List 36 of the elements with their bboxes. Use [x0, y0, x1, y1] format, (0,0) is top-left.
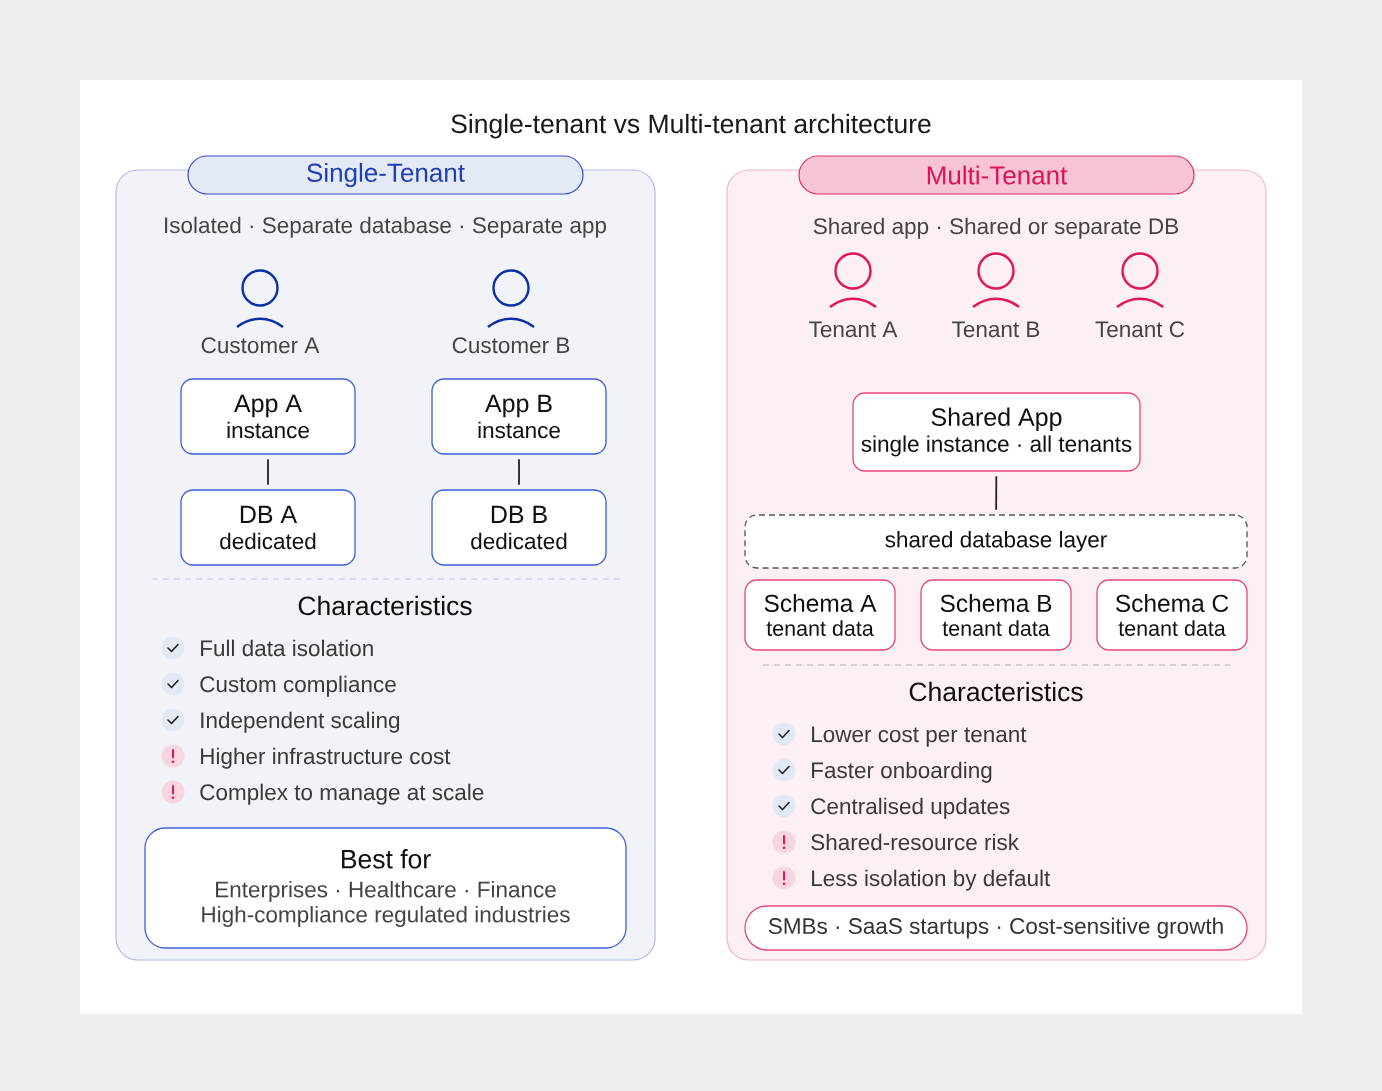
person-label: Customer B: [452, 337, 570, 354]
section-heading: Characteristics: [909, 681, 1083, 702]
list-item: Complex to manage at scale: [200, 783, 484, 805]
list-item: Higher infrastructure cost: [201, 747, 451, 769]
connector-line: [995, 475, 998, 511]
schema-box: Schema C tenant data: [1096, 579, 1248, 651]
person-label: Tenant C: [1095, 321, 1185, 338]
person-label: Tenant A: [809, 321, 898, 338]
subtitle: Shared app · Shared or separate DB: [813, 217, 1178, 239]
list-item: Centralised updates: [811, 797, 1010, 819]
schema-box: Schema B tenant data: [920, 579, 1072, 651]
person-label: Tenant B: [952, 321, 1040, 338]
schema-box: Schema A tenant data: [744, 579, 896, 651]
list-item: Custom compliance: [200, 675, 396, 697]
info-box: SMBs · SaaS startups · Cost-sensitive growth: [744, 905, 1248, 951]
component-box: Shared App single instance · all tenants: [852, 392, 1141, 472]
list-item: Less isolation by default: [812, 869, 1051, 891]
connector-line: [267, 458, 269, 486]
layer-box: shared database layer: [744, 514, 1248, 569]
component-box: DB B dedicated: [431, 489, 607, 566]
component-box: App B instance: [431, 378, 607, 455]
list-item: Lower cost per tenant: [812, 726, 1027, 747]
list-item: Shared-resource risk: [811, 833, 1019, 851]
list-item: Independent scaling: [201, 711, 400, 733]
section-heading: Characteristics: [298, 595, 472, 616]
component-box: App A instance: [180, 378, 356, 455]
heading-pill: Multi-Tenant: [798, 155, 1195, 195]
heading-pill: Single-Tenant: [187, 155, 584, 195]
list-item: Faster onboarding: [812, 761, 992, 783]
title: Single-tenant vs Multi-tenant architecture: [451, 113, 931, 139]
person-label: Customer A: [201, 337, 320, 354]
list-item: Full data isolation: [201, 639, 373, 657]
connector-line: [518, 458, 520, 486]
component-box: DB A dedicated: [180, 489, 356, 566]
info-box: Best for Enterprises · Healthcare · Finance High-compliance regulated industries: [144, 827, 627, 949]
subtitle: Isolated · Separate database · Separate app: [165, 216, 606, 238]
